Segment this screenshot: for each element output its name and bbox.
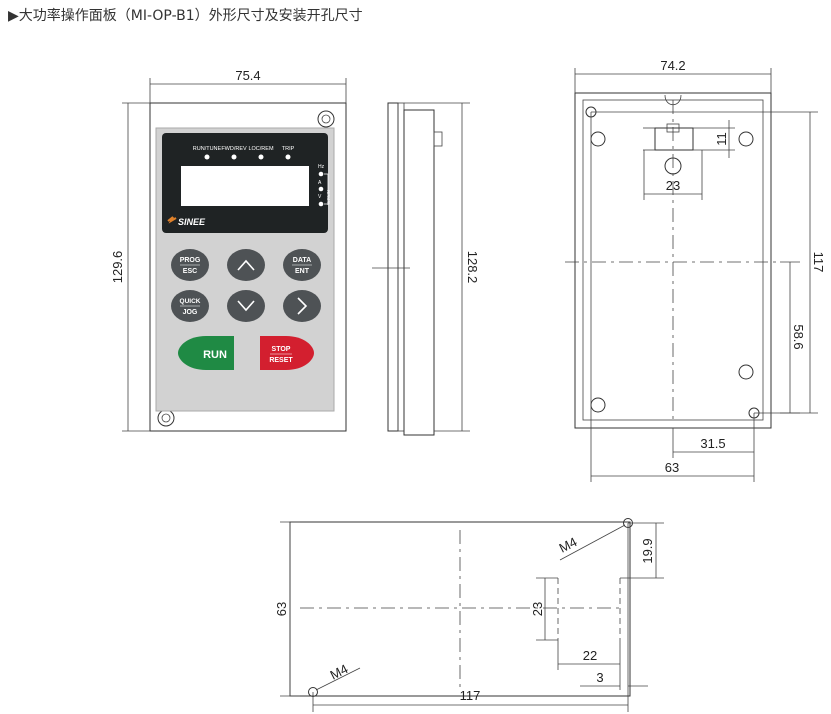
brand-logo-mark xyxy=(167,216,177,224)
front-view: 75.4 129.6 RUN/TUNE FWD/REV LOC/REM TRIP… xyxy=(110,68,347,432)
slot-width-dim: 22 xyxy=(583,648,597,663)
jog-key-label: JOG xyxy=(183,309,198,316)
screw-label-top: M4 xyxy=(557,534,580,556)
up-arrow-key[interactable] xyxy=(227,249,265,281)
cutout-slot xyxy=(557,578,621,640)
bracket-height-dim: 11 xyxy=(714,132,729,146)
brand-name: SINEE xyxy=(178,217,206,227)
quick-jog-key[interactable]: QUICK JOG xyxy=(171,290,209,322)
quick-key-label: QUICK xyxy=(180,298,201,305)
lower-height-dim: 58.6 xyxy=(791,324,806,349)
hole-span-dim: 63 xyxy=(665,460,679,475)
led-trip xyxy=(285,154,291,160)
unit-label-hz: Hz xyxy=(318,164,325,170)
ent-key-label: ENT xyxy=(295,268,310,275)
front-height-dim: 129.6 xyxy=(110,251,125,284)
brand-logo: SINEE xyxy=(167,216,206,227)
side-view: 128.2 xyxy=(372,102,480,436)
cutout-width-dim: 117 xyxy=(460,688,481,703)
indicator-label-run: RUN/TUNE xyxy=(193,146,222,152)
run-button-label: RUN xyxy=(203,349,227,361)
stop-button-label: STOP xyxy=(272,346,291,353)
reset-button-label: RESET xyxy=(269,357,293,364)
side-height-dim: 128.2 xyxy=(465,251,480,284)
screw-label-bottom: M4 xyxy=(328,661,351,683)
prog-key-label: PROG xyxy=(180,257,201,264)
led-loc xyxy=(258,154,264,160)
led-run xyxy=(204,154,210,160)
unit-label-rpm: RPM xyxy=(326,190,331,200)
data-ent-key[interactable]: DATA ENT xyxy=(283,249,321,281)
side-connector xyxy=(433,131,443,147)
run-button[interactable]: RUN xyxy=(178,336,234,370)
front-housing-outline xyxy=(149,102,347,432)
indicator-label-loc: LOC/REM xyxy=(248,146,273,152)
lcd-window xyxy=(181,166,309,206)
led-hz xyxy=(318,171,324,177)
slot-height-dim: 23 xyxy=(530,602,545,616)
page-title: ▶大功率操作面板（MI-OP-B1）外形尺寸及安装开孔尺寸 xyxy=(8,8,363,24)
back-boss-top-right xyxy=(738,131,754,147)
led-fwd xyxy=(231,154,237,160)
back-width-dim: 74.2 xyxy=(660,58,685,73)
back-connector-bracket xyxy=(654,127,694,151)
cutout-height-dim: 63 xyxy=(274,602,289,616)
back-boss-bottom-right xyxy=(738,364,754,380)
down-arrow-icon xyxy=(237,300,255,312)
unit-label-v: V xyxy=(318,194,322,200)
prog-esc-key[interactable]: PROG ESC xyxy=(171,249,209,281)
up-arrow-icon xyxy=(237,259,255,271)
hole-offset-dim: 31.5 xyxy=(700,436,725,451)
back-boss-top-left xyxy=(590,131,606,147)
right-arrow-icon xyxy=(297,297,308,315)
front-width-dim: 75.4 xyxy=(235,68,260,83)
indicator-label-fwd: FWD/REV xyxy=(221,146,247,152)
unit-label-a: A xyxy=(318,180,322,186)
shift-right-key[interactable] xyxy=(283,290,321,322)
side-body-outline xyxy=(403,109,435,436)
unit-label-percent: % xyxy=(326,201,331,205)
data-key-label: DATA xyxy=(293,257,311,264)
screw-hole-top-right xyxy=(317,110,335,128)
led-a xyxy=(318,186,324,192)
top-offset-dim: 19.9 xyxy=(640,538,655,563)
back-view: 74.2 11 23 117 58.6 xyxy=(565,58,826,482)
esc-key-label: ESC xyxy=(183,268,197,275)
back-boss-bottom-left xyxy=(590,397,606,413)
stop-reset-button[interactable]: STOP RESET xyxy=(260,336,314,370)
screw-hole-bottom-left xyxy=(157,409,175,427)
down-arrow-key[interactable] xyxy=(227,290,265,322)
cutout-view: 63 117 19.9 23 22 3 M4 M4 xyxy=(274,518,664,712)
back-height-dim: 117 xyxy=(811,252,826,273)
indicator-label-trip: TRIP xyxy=(282,146,295,152)
side-bezel-outline xyxy=(387,102,399,432)
led-v xyxy=(318,201,324,207)
edge-offset-dim: 3 xyxy=(596,670,603,685)
